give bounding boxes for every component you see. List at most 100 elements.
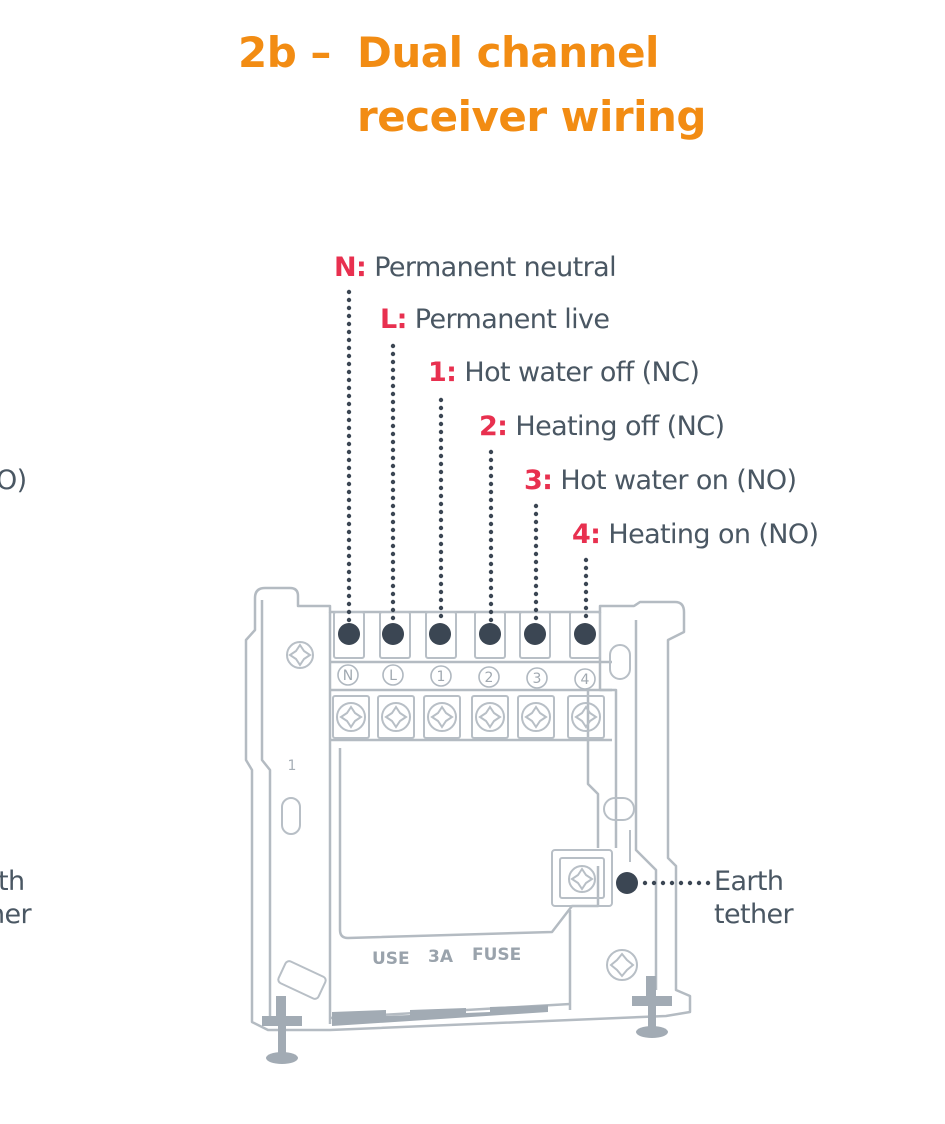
section-number: 2b – [238,28,331,77]
leader-dot [390,351,396,357]
leader-dot [438,541,444,547]
leader-dot [390,343,396,349]
bottom-strips [332,1005,548,1026]
terminal-glyph-4: 4 [581,672,590,688]
left-edge-fragment-lower-2: her [0,899,32,930]
leader-dot [438,453,444,459]
leader-dot [346,441,352,447]
leader-dot [438,477,444,483]
leader-dot [438,557,444,563]
leader-dot [438,397,444,403]
leader-dot [390,383,396,389]
terminal-description: Heating on (NO) [608,519,819,550]
leader-dot [488,465,494,471]
terminal-glyph-2: 2 [485,670,494,686]
earth-leader-dot [669,880,675,886]
leader-dot [346,601,352,607]
leader-dot [488,569,494,575]
leader-dot [390,607,396,613]
leader-lines [346,289,711,886]
leader-dot [346,513,352,519]
terminal-glyph-3: 3 [533,671,542,687]
leader-dot [390,415,396,421]
leader-dot [438,429,444,435]
leader-dot [438,565,444,571]
terminal-dot-1 [429,623,451,645]
leader-dot [583,573,589,579]
leader-dot [488,457,494,463]
leader-dot [533,535,539,541]
terminal-screws [332,695,605,739]
leader-dot [488,521,494,527]
leader-dot [488,577,494,583]
fuse-text-fuse: FUSE [472,945,521,965]
terminal-key: N: [334,252,367,283]
leader-dot [533,519,539,525]
mounting-slots [277,644,635,1000]
leader-dot [488,449,494,455]
leader-dot [346,489,352,495]
earth-leader-dot [705,880,711,886]
earth-leader-dot [696,880,702,886]
leader-dot [488,585,494,591]
leader-dot [346,577,352,583]
leader-dot [346,393,352,399]
terminal-glyph-rings [337,664,596,690]
leader-dot [346,329,352,335]
leader-dot [346,457,352,463]
leader-dot [488,497,494,503]
terminal-dot-4 [574,623,596,645]
leader-dot [346,529,352,535]
leader-dot [390,583,396,589]
switch-mark: 1 [288,758,297,774]
earth-leader-dot [660,880,666,886]
leader-dot [346,561,352,567]
leader-dot [438,493,444,499]
leader-dot [488,561,494,567]
leader-dot [583,589,589,595]
leader-dot [390,367,396,373]
left-edge-fragment-upper: O) [0,465,27,496]
leader-dot [346,305,352,311]
leader-dot [583,613,589,619]
earth-terminal [551,830,631,907]
leader-dot [438,533,444,539]
leader-dot [438,469,444,475]
earth-leader-dot [651,880,657,886]
leader-dot [390,535,396,541]
leader-dot [583,597,589,603]
leader-dot [438,613,444,619]
leader-dot [390,487,396,493]
leader-dot [390,455,396,461]
terminal-label-4: 4: Heating on (NO) [572,519,819,550]
earth-leader-dot [678,880,684,886]
leader-dot [346,297,352,303]
leader-dot [488,537,494,543]
leader-dot [346,377,352,383]
leader-dot [346,545,352,551]
terminal-glyph-n: N [343,668,353,684]
mounting-screws [286,641,638,981]
leader-dot [533,615,539,621]
leader-dot [533,583,539,589]
terminal-label-n: N: Permanent neutral [334,252,617,283]
leader-dot [438,501,444,507]
leader-dot [583,565,589,571]
leader-dot [438,485,444,491]
leader-dot [346,425,352,431]
page-title-line1: Dual channel [357,28,659,77]
leader-dot [438,549,444,555]
leader-dot [533,559,539,565]
leader-dot [438,517,444,523]
leader-dot [438,589,444,595]
leader-dot [390,551,396,557]
leader-dot [346,617,352,623]
fuse-text-use: USE [372,949,410,969]
leader-dot [533,503,539,509]
terminal-key: 3: [524,465,553,496]
leader-dot [488,545,494,551]
leader-dot [390,559,396,565]
leader-dot [488,553,494,559]
leader-dot [488,593,494,599]
